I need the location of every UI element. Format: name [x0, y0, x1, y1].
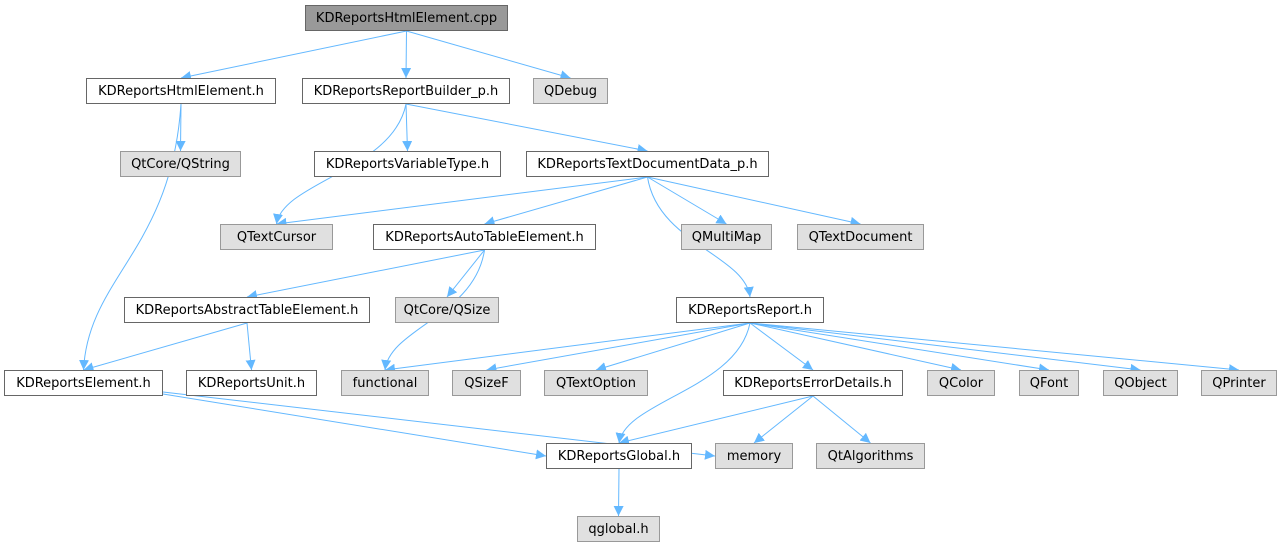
edge-kdreportsreport-h-to-qtextoption — [595, 322, 751, 372]
edge-kdreportsabstracttableelement-h-to-kdreportselement-h — [83, 322, 248, 373]
node-qmultimap: QMultiMap — [681, 224, 772, 250]
node-label: KDReportsGlobal.h — [557, 448, 681, 464]
edge-kdreportsreportbuilder-p-h-to-kdreportsvariabletype-h — [402, 103, 413, 152]
edge-kdreportsautotableelement-h-to-kdreportsabstracttableelement-h — [246, 249, 485, 300]
node-kdreportsabstracttableelement-h[interactable]: KDReportsAbstractTableElement.h — [124, 297, 370, 323]
edge-kdreportsautotableelement-h-to-qtcore-qsize — [446, 249, 485, 298]
node-kdreportshtmlelement-cpp: KDReportsHtmlElement.cpp — [305, 5, 508, 31]
node-label: QDebug — [544, 83, 597, 99]
node-label: KDReportsUnit.h — [197, 375, 306, 391]
edge-kdreportserrordetails-h-to-qtalgorithms — [812, 395, 871, 444]
node-label: functional — [352, 375, 418, 391]
node-label: QMultiMap — [691, 229, 762, 245]
node-label: QtAlgorithms — [827, 448, 914, 464]
edge-kdreportstextdocumentdata-p-h-to-qtextdocument — [647, 176, 861, 227]
node-label: KDReportsHtmlElement.h — [98, 83, 264, 99]
edge-kdreportsabstracttableelement-h-to-kdreportsunit-h — [245, 322, 256, 371]
node-kdreportsreportbuilder-p-h[interactable]: KDReportsReportBuilder_p.h — [302, 78, 510, 104]
node-label: QTextDocument — [808, 229, 913, 245]
node-label: QTextCursor — [236, 229, 317, 245]
node-label: QSizeF — [464, 375, 509, 391]
node-kdreportshtmlelement-h[interactable]: KDReportsHtmlElement.h — [86, 78, 276, 104]
node-qdebug: QDebug — [533, 78, 608, 104]
node-label: QtCore/QString — [131, 156, 230, 172]
node-qprinter: QPrinter — [1201, 370, 1277, 396]
node-label: memory — [726, 448, 782, 464]
node-kdreportserrordetails-h[interactable]: KDReportsErrorDetails.h — [723, 370, 903, 396]
node-kdreportsglobal-h[interactable]: KDReportsGlobal.h — [546, 443, 692, 469]
edge-kdreportsreport-h-to-qcolor — [749, 322, 962, 373]
node-label: QTextOption — [556, 375, 636, 391]
node-label: KDReportsErrorDetails.h — [734, 375, 892, 391]
edge-kdreportsreport-h-to-qobject — [749, 322, 1141, 374]
node-label: KDReportsAutoTableElement.h — [385, 229, 584, 245]
node-label: QPrinter — [1212, 375, 1266, 391]
node-memory: memory — [715, 443, 793, 469]
node-label: KDReportsReport.h — [688, 302, 812, 318]
edge-kdreportstextdocumentdata-p-h-to-qmultimap — [647, 176, 727, 225]
edge-kdreportshtmlelement-h-to-qtcore-qstring — [175, 103, 186, 152]
node-kdreportsunit-h[interactable]: KDReportsUnit.h — [186, 370, 317, 396]
node-label: KDReportsAbstractTableElement.h — [135, 302, 359, 318]
node-functional: functional — [341, 370, 429, 396]
edge-kdreportserrordetails-h-to-kdreportsglobal-h — [618, 395, 814, 446]
node-qsizef: QSizeF — [452, 370, 521, 396]
edge-kdreportsreportbuilder-p-h-to-kdreportstextdocumentdata-p-h — [405, 103, 648, 154]
edge-kdreportstextdocumentdata-p-h-to-qtextcursor — [276, 176, 648, 228]
edge-kdreportsreport-h-to-kdreportserrordetails-h — [749, 322, 814, 371]
edge-kdreportshtmlelement-h-to-kdreportselement-h — [79, 103, 182, 371]
node-label: QFont — [1029, 375, 1069, 391]
node-label: qglobal.h — [588, 521, 649, 537]
edge-kdreportshtmlelement-cpp-to-kdreportshtmlelement-h — [180, 30, 407, 81]
edge-kdreportsreport-h-to-qsizef — [486, 322, 751, 374]
node-kdreportsreport-h[interactable]: KDReportsReport.h — [676, 297, 824, 323]
edge-kdreportstextdocumentdata-p-h-to-kdreportsautotableelement-h — [484, 176, 648, 227]
node-qtextcursor: QTextCursor — [220, 224, 333, 250]
edge-kdreportsreport-h-to-kdreportsglobal-h — [615, 322, 751, 444]
edge-kdreportselement-h-to-kdreportsglobal-h — [162, 393, 547, 460]
node-label: KDReportsHtmlElement.cpp — [315, 10, 498, 26]
node-qcolor: QColor — [927, 370, 995, 396]
node-kdreportstextdocumentdata-p-h[interactable]: KDReportsTextDocumentData_p.h — [526, 151, 769, 177]
node-label: KDReportsReportBuilder_p.h — [313, 83, 499, 99]
node-kdreportsautotableelement-h[interactable]: KDReportsAutoTableElement.h — [373, 224, 596, 250]
edge-kdreportsreport-h-to-qprinter — [749, 322, 1240, 375]
edge-kdreportsreport-h-to-qfont — [749, 322, 1050, 374]
edge-kdreportshtmlelement-cpp-to-qdebug — [406, 30, 571, 81]
node-qtextoption: QTextOption — [544, 370, 648, 396]
edge-kdreportshtmlelement-cpp-to-kdreportsreportbuilder-p-h — [401, 30, 412, 79]
node-qobject: QObject — [1103, 370, 1178, 396]
node-qglobal-h: qglobal.h — [577, 516, 660, 542]
node-label: QtCore/QSize — [403, 302, 491, 318]
node-kdreportselement-h[interactable]: KDReportsElement.h — [4, 370, 163, 396]
edge-kdreportsreport-h-to-functional — [384, 322, 751, 374]
node-qtcore-qstring: QtCore/QString — [120, 151, 241, 177]
node-kdreportsvariabletype-h[interactable]: KDReportsVariableType.h — [314, 151, 501, 177]
node-label: KDReportsElement.h — [16, 375, 151, 391]
edge-kdreportsglobal-h-to-qglobal-h — [613, 468, 624, 517]
node-qfont: QFont — [1019, 370, 1079, 396]
edge-kdreportserrordetails-h-to-memory — [753, 395, 814, 444]
node-qtalgorithms: QtAlgorithms — [816, 443, 925, 469]
node-label: KDReportsTextDocumentData_p.h — [537, 156, 758, 172]
node-qtextdocument: QTextDocument — [797, 224, 924, 250]
node-label: QObject — [1114, 375, 1167, 391]
node-label: KDReportsVariableType.h — [325, 156, 490, 172]
node-qtcore-qsize: QtCore/QSize — [395, 297, 499, 323]
node-label: QColor — [938, 375, 984, 391]
